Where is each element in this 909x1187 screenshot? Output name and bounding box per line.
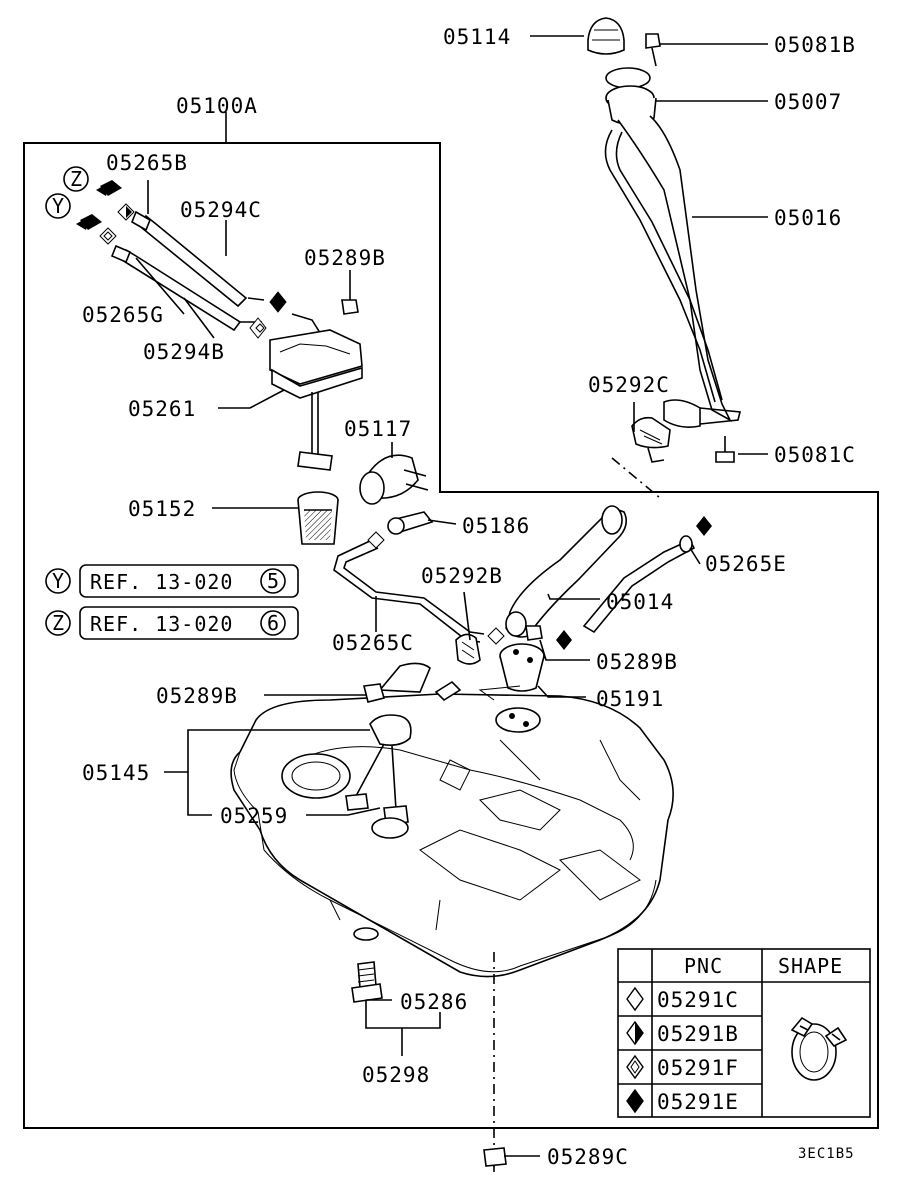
ref-z-number: 6 [267, 611, 280, 635]
callout-letter-y: Y [52, 194, 65, 218]
label-05265B: 05265B [106, 151, 188, 175]
label-05081C: 05081C [774, 443, 856, 467]
legend-row-05291C: 05291C [626, 986, 739, 1012]
label-05265G: 05265G [82, 303, 164, 327]
hose-05014 [505, 505, 628, 638]
filler-ring-05007 [605, 67, 657, 126]
leader-lines [135, 35, 768, 1157]
hose-05186 [387, 511, 434, 535]
pipe-05265E [556, 516, 712, 650]
label-05114: 05114 [443, 25, 511, 49]
bolt-05081C [715, 436, 735, 463]
clamp-05292B [455, 633, 481, 665]
ref-y: Y REF. 13-020 5 [45, 564, 299, 598]
nut-05289B-left [363, 683, 385, 703]
legend-pnc: 05291C [657, 988, 739, 1012]
label-05259: 05259 [220, 804, 288, 828]
legend-pnc: 05291B [657, 1022, 739, 1046]
legend-row-05291E: 05291E [626, 1088, 739, 1114]
legend-header-pnc: PNC [684, 954, 723, 978]
hose-05294B [110, 244, 242, 332]
ref-y-letter: Y [52, 569, 65, 593]
legend-row-05291B: 05291B [626, 1020, 739, 1046]
ref-y-text: REF. 13-020 [90, 570, 233, 594]
legend-header-shape: SHAPE [778, 954, 843, 978]
diamond-outline-icon [626, 986, 644, 1012]
pipe-to-pump-1 [240, 297, 265, 323]
canister-05117 [359, 454, 429, 505]
legend-row-05291F: 05291F [626, 1054, 739, 1080]
label-05294B: 05294B [143, 340, 225, 364]
label-05265C: 05265C [332, 631, 414, 655]
label-05289B-left: 05289B [156, 684, 238, 708]
label-05286: 05286 [400, 990, 468, 1014]
label-05117: 05117 [344, 417, 412, 441]
diamond-marker-top [249, 291, 287, 339]
label-05265E: 05265E [705, 552, 787, 576]
label-05191: 05191 [596, 687, 664, 711]
label-05292B: 05292B [421, 564, 503, 588]
label-05289C: 05289C [547, 1145, 629, 1169]
bolt-05081B [645, 33, 661, 67]
label-05289B-mid: 05289B [596, 650, 678, 674]
ref-z: Z REF. 13-020 6 [45, 606, 299, 640]
label-05261: 05261 [128, 397, 196, 421]
assembly-frame [23, 142, 879, 1129]
fuel-tank [230, 662, 674, 978]
nut-05289B-top [341, 288, 359, 315]
diamond-solid-icon [626, 1088, 644, 1114]
neck-to-hose-dashline [611, 457, 661, 499]
label-05145: 05145 [82, 761, 150, 785]
flange-05191 [499, 643, 545, 692]
label-05016: 05016 [774, 206, 842, 230]
hose-clamp-shape-icon [790, 1016, 848, 1081]
label-05292C: 05292C [588, 373, 670, 397]
label-05081B: 05081B [774, 33, 856, 57]
label-05298: 05298 [362, 1063, 430, 1087]
label-05152: 05152 [128, 497, 196, 521]
nut-05289C [483, 1147, 507, 1172]
legend-pnc: 05291F [657, 1056, 739, 1080]
label-05007: 05007 [774, 90, 842, 114]
ref-z-letter: Z [52, 611, 65, 635]
ref-z-text: REF. 13-020 [90, 612, 233, 636]
filler-neck-05016 [604, 115, 742, 463]
label-05100A: 05100A [176, 94, 258, 118]
fuel-pump-module-05261 [269, 313, 363, 471]
diamond-double-icon [626, 1054, 644, 1080]
callout-letter-z: Z [70, 167, 83, 191]
pipe-05265C [333, 531, 505, 645]
filler-cap-05114 [587, 17, 625, 55]
ref-y-number: 5 [267, 569, 280, 593]
hose-05294C [130, 210, 248, 308]
label-05289B-top: 05289B [304, 246, 386, 270]
nut-05289B-mid [525, 625, 543, 641]
diagram-code: 3EC1B5 [798, 1146, 855, 1162]
legend-pnc: 05291E [657, 1090, 739, 1114]
bolt-05286 [351, 961, 383, 1003]
label-05186: 05186 [462, 514, 530, 538]
label-05294C: 05294C [180, 198, 262, 222]
callout-arrows [45, 166, 135, 245]
filter-05152 [297, 491, 339, 545]
label-05014: 05014 [606, 590, 674, 614]
grommet-05286 [353, 927, 379, 941]
clamp-legend-table: PNC SHAPE 05291C 05291B 05291F 05291E [617, 948, 871, 1118]
